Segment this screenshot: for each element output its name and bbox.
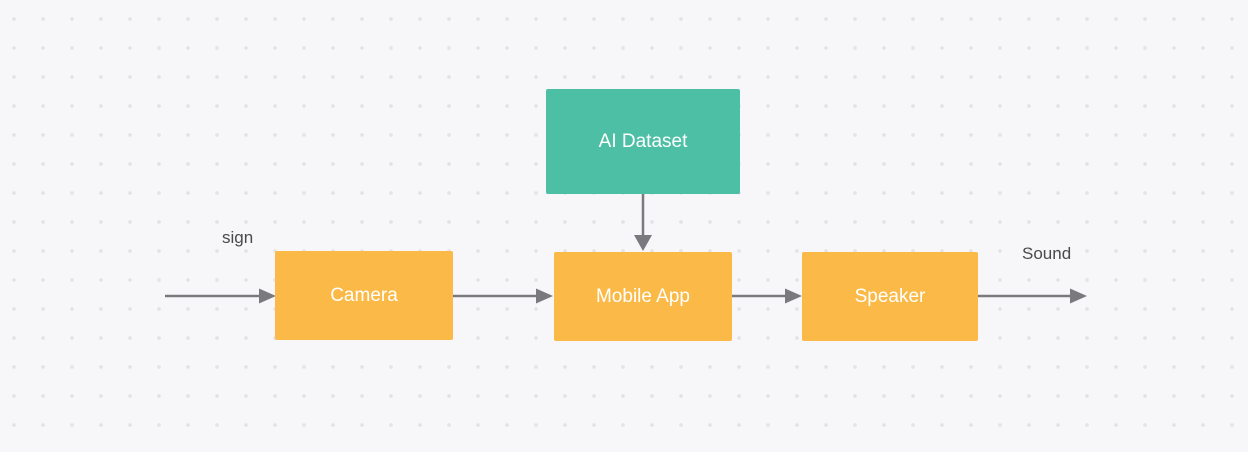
arrowhead-icon [259,288,276,304]
node-mobile-app-label: Mobile App [595,285,690,307]
node-camera-label: Camera [330,284,398,306]
node-ai-dataset-label: AI Dataset [598,130,688,152]
node-ai-dataset[interactable]: AI Dataset [546,89,740,194]
node-mobile-app[interactable]: Mobile App [554,252,732,341]
connector-speaker-to-output[interactable] [978,288,1087,304]
arrowhead-icon [634,235,652,251]
connector-input-to-camera[interactable] [165,288,276,304]
arrowhead-icon [536,288,553,304]
node-speaker-label: Speaker [854,285,926,307]
node-speaker[interactable]: Speaker [802,252,978,341]
connector-ai-dataset-to-mobile-app[interactable] [634,194,652,251]
node-camera[interactable]: Camera [275,251,453,340]
connector-label-sign: sign [222,228,254,247]
connector-mobile-app-to-speaker[interactable] [732,288,802,304]
connector-label-sound: Sound [1022,244,1072,263]
connector-camera-to-mobile-app[interactable] [453,288,553,304]
arrowhead-icon [1070,288,1087,304]
arrowhead-icon [785,288,802,304]
